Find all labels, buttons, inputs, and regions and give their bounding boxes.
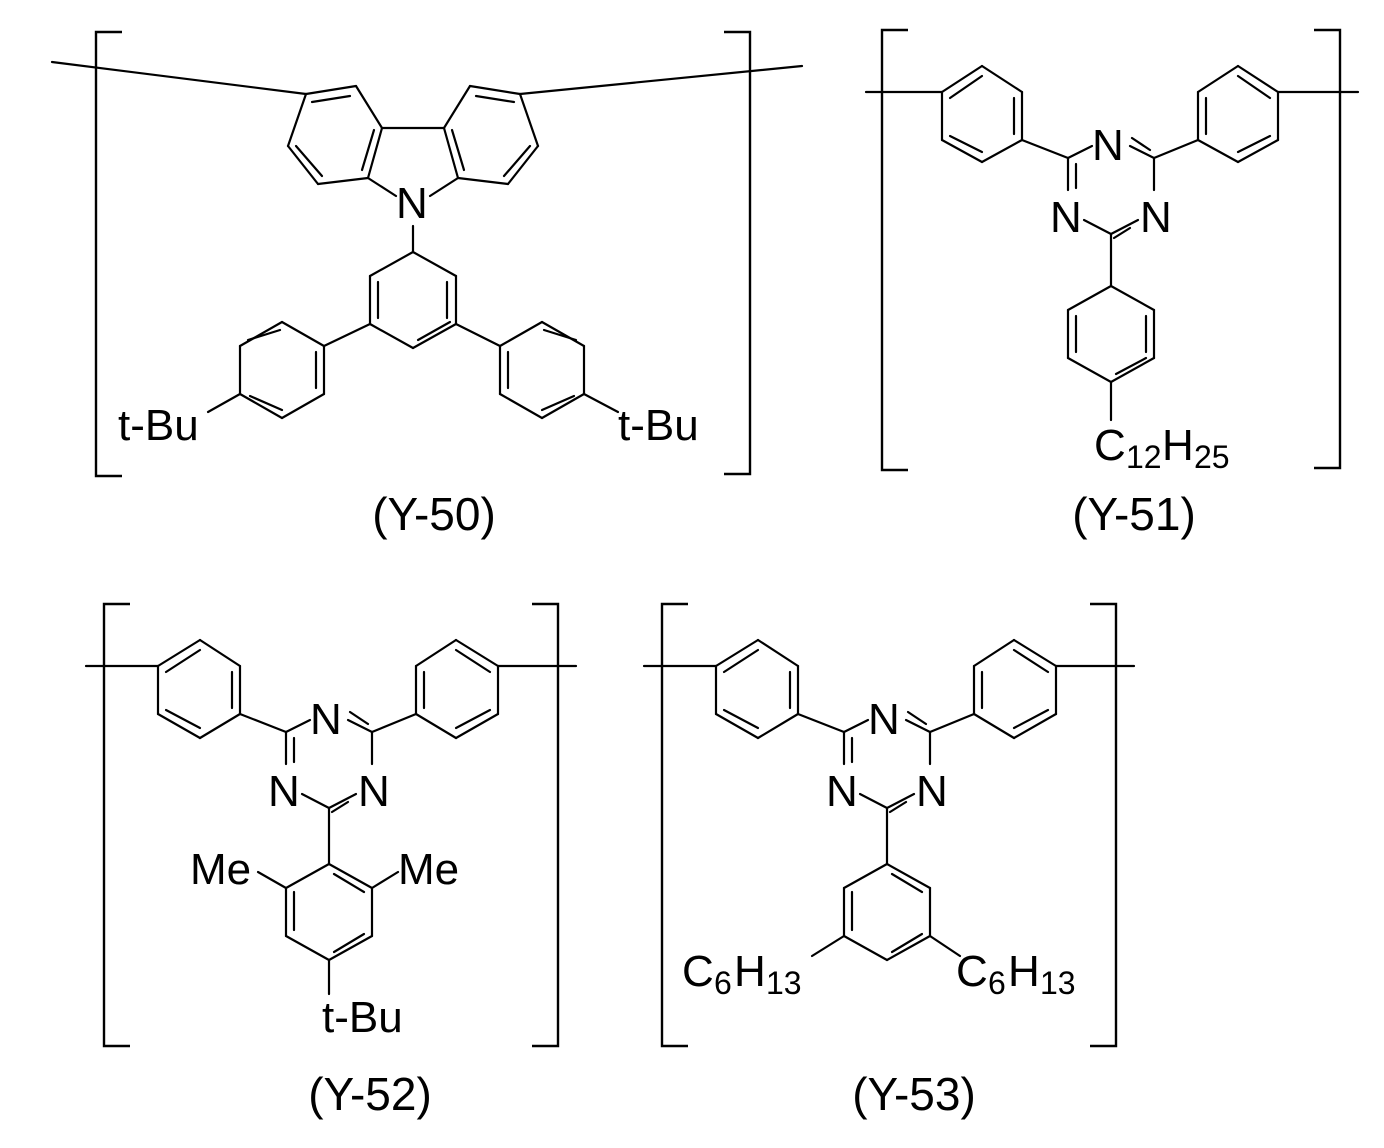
y51-right-phenyl-ring bbox=[1198, 66, 1278, 162]
y51-compound-label: (Y-51) bbox=[1072, 488, 1196, 540]
y51-triazine-n-top: N bbox=[1092, 121, 1124, 170]
y53-triazine-n-top: N bbox=[868, 695, 900, 744]
y51-left-triazine-bond bbox=[1022, 140, 1068, 158]
y53-right-hexyl-h-subscript: 13 bbox=[1040, 965, 1076, 1001]
y53-left-triazine-bond bbox=[798, 714, 844, 732]
y51-triazine-n-right: N bbox=[1140, 193, 1172, 242]
y52-right-bracket bbox=[532, 604, 558, 1046]
y53-right-hexyl-label: C 6 H 13 bbox=[956, 947, 1076, 1001]
y51-alkyl-c: C bbox=[1094, 421, 1126, 470]
y53-aryl-ring bbox=[844, 864, 930, 960]
y53-left-hexyl-c-subscript: 6 bbox=[714, 965, 732, 1001]
y52-left-methyl-bond bbox=[258, 872, 286, 888]
y51-triazine-n-left: N bbox=[1050, 193, 1082, 242]
y50-carbazole-right-ring bbox=[444, 86, 538, 184]
compound-y53: N N N C 6 H 13 C 6 H 13 ( bbox=[644, 604, 1134, 1120]
y52-left-phenyl-ring bbox=[158, 640, 240, 738]
y53-left-hexyl-label: C 6 H 13 bbox=[682, 947, 802, 1001]
y53-right-phenyl-ring bbox=[974, 640, 1056, 738]
y53-triazine-n-right: N bbox=[916, 767, 948, 816]
y52-triazine-n-left: N bbox=[268, 767, 300, 816]
y53-left-hexyl-h-subscript: 13 bbox=[766, 965, 802, 1001]
y51-alkyl-c12h25-label: C 12 H 25 bbox=[1094, 421, 1230, 475]
y52-right-methyl-label: Me bbox=[398, 845, 459, 894]
y53-left-hexyl-c: C bbox=[682, 947, 714, 996]
y50-right-tbu-label: t-Bu bbox=[618, 401, 699, 450]
y53-right-hexyl-h: H bbox=[1008, 947, 1040, 996]
y52-aryl-ring bbox=[286, 864, 372, 960]
y53-compound-label: (Y-53) bbox=[852, 1068, 976, 1120]
y53-right-bracket bbox=[1090, 604, 1116, 1046]
y51-left-bracket bbox=[882, 30, 908, 470]
y53-right-hexyl-c: C bbox=[956, 947, 988, 996]
y50-right-phenyl-ring bbox=[500, 322, 584, 418]
y50-chain-bond-left bbox=[52, 62, 306, 94]
y53-left-hexyl-h: H bbox=[734, 947, 766, 996]
y52-left-methyl-label: Me bbox=[190, 845, 251, 894]
y53-left-phenyl-ring bbox=[716, 640, 798, 738]
y51-right-triazine-bond bbox=[1154, 140, 1198, 158]
y51-bottom-phenyl-ring bbox=[1068, 286, 1154, 382]
y51-alkyl-h-subscript: 25 bbox=[1194, 439, 1230, 475]
y52-compound-label: (Y-52) bbox=[308, 1068, 432, 1120]
y50-carbazole-left-ring bbox=[288, 86, 382, 184]
y52-triazine-n-top: N bbox=[310, 695, 342, 744]
y51-alkyl-c-subscript: 12 bbox=[1126, 439, 1162, 475]
y50-left-tbu-label: t-Bu bbox=[118, 401, 199, 450]
y52-tbu-label: t-Bu bbox=[322, 993, 403, 1042]
y50-central-benzene-ring bbox=[370, 252, 456, 348]
y53-left-hexyl-bond bbox=[812, 936, 844, 956]
y52-left-triazine-bond bbox=[240, 714, 286, 732]
y50-nitrogen-atom: N bbox=[396, 179, 428, 228]
y51-left-phenyl-ring bbox=[942, 66, 1022, 162]
y50-right-aryl-bond bbox=[456, 324, 500, 346]
y52-right-phenyl-ring bbox=[416, 640, 498, 738]
y53-right-triazine-bond bbox=[930, 714, 974, 732]
y50-left-aryl-bond bbox=[324, 324, 370, 346]
y53-right-hexyl-c-subscript: 6 bbox=[988, 965, 1006, 1001]
y53-triazine-n-left: N bbox=[826, 767, 858, 816]
y51-right-bracket bbox=[1314, 30, 1340, 468]
compound-y52: N N N Me Me t-Bu (Y-52) bbox=[86, 604, 576, 1120]
y52-right-methyl-bond bbox=[372, 872, 398, 888]
y52-right-triazine-bond bbox=[372, 714, 416, 732]
y50-left-tbu-bond bbox=[208, 394, 240, 412]
y50-left-phenyl-ring bbox=[240, 322, 324, 418]
y50-right-tbu-bond bbox=[584, 394, 618, 412]
y50-compound-label: (Y-50) bbox=[372, 488, 496, 540]
y50-chain-bond-right bbox=[520, 66, 802, 94]
compound-y50: N t-Bu bbox=[52, 32, 802, 540]
y51-alkyl-h: H bbox=[1162, 421, 1194, 470]
compound-y51: N N N C 12 H 25 (Y-51) bbox=[866, 30, 1358, 540]
y52-triazine-n-right: N bbox=[358, 767, 390, 816]
y52-left-bracket bbox=[104, 604, 130, 1046]
y50-right-bracket bbox=[724, 32, 750, 474]
